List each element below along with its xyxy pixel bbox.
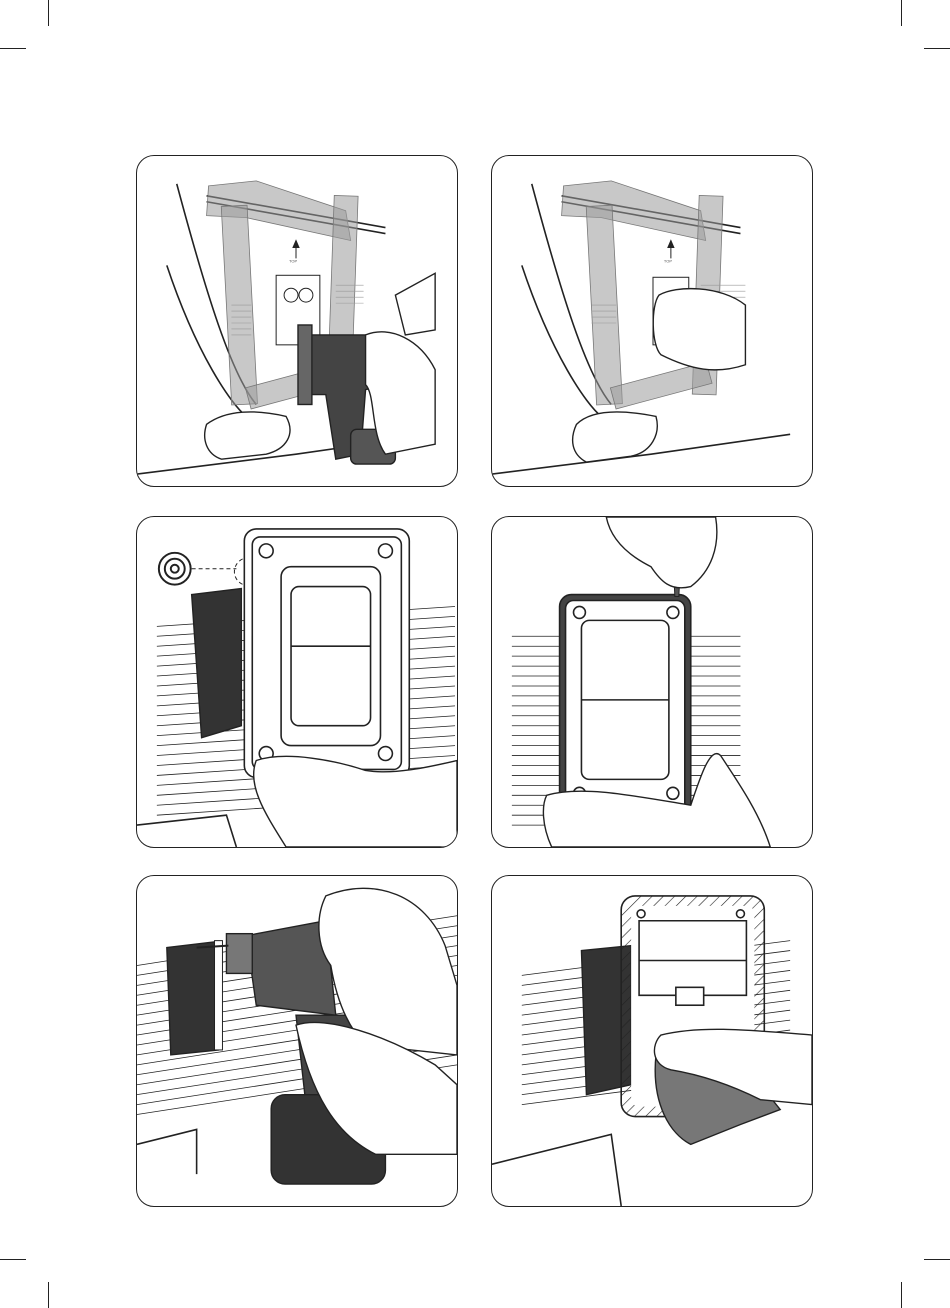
illustration-step-2: TOP (492, 156, 812, 486)
illustration-step-3 (137, 517, 457, 847)
illustration-step-1: TOP (137, 156, 457, 486)
crop-mark-br-v (901, 1282, 902, 1308)
panel-step-6 (491, 875, 813, 1207)
crop-mark-bl-h (0, 1259, 26, 1260)
panel-step-4 (491, 516, 813, 848)
panel-step-3 (136, 516, 458, 848)
illustration-step-4 (492, 517, 812, 847)
crop-mark-tr-v (901, 0, 902, 26)
illustration-step-5 (137, 876, 457, 1206)
panel-step-1: TOP (136, 155, 458, 487)
tape-label: TOP (664, 258, 672, 263)
crop-mark-br-h (924, 1259, 950, 1260)
frame-icon (560, 595, 691, 824)
crop-mark-tr-h (924, 48, 950, 49)
crop-mark-tl-v (48, 0, 49, 26)
crop-mark-tl-h (0, 48, 26, 49)
tape-label: TOP (289, 258, 297, 263)
illustration-step-6 (492, 876, 812, 1206)
panel-step-2: TOP (491, 155, 813, 487)
frame-icon (244, 529, 409, 777)
crop-mark-bl-v (48, 1282, 49, 1308)
panel-step-5 (136, 875, 458, 1207)
hand-icon (254, 756, 457, 847)
